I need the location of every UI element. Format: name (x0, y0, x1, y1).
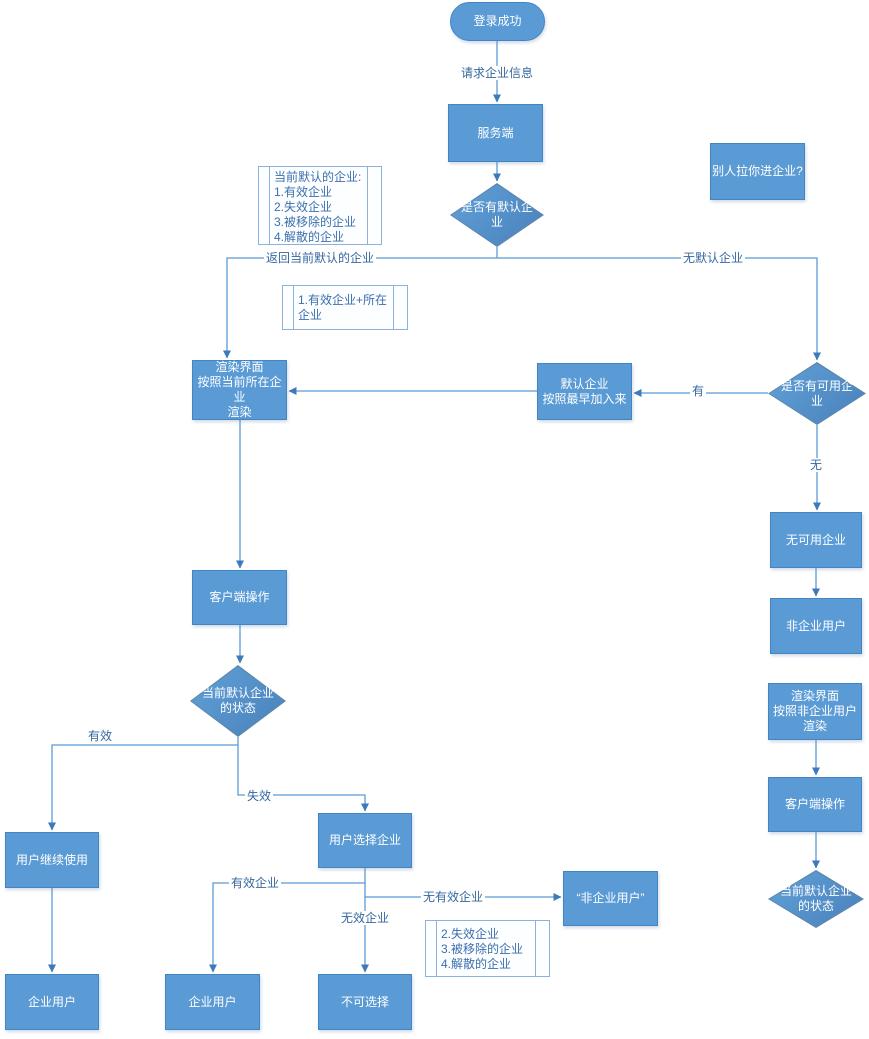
edge-label-return-default: 返回当前默认的企业 (264, 251, 377, 265)
edge-label-has: 有 (690, 384, 707, 398)
node-corp-user-mid: 企业用户 (165, 974, 260, 1030)
node-non-corp-user-quoted: “非企业用户” (563, 871, 658, 926)
node-default-earliest-join: 默认企业 按照最早加入来 (537, 363, 632, 420)
edge-label-no-valid-corp: 无有效企业 (421, 890, 486, 904)
edge-label-no-default: 无默认企业 (681, 251, 746, 265)
decision-current-default-status-right: 当前默认企业 的状态 (768, 870, 864, 928)
edge-label-none: 无 (808, 458, 825, 472)
node-login-success: 登录成功 (450, 2, 545, 41)
diamond-label: 当前默认企业 的状态 (779, 884, 852, 913)
decision-has-default-enterprise: 是否有默认企 业 (450, 183, 544, 247)
node-render-non-corp: 渲染界面 按照非企业用户 渲染 (768, 683, 862, 740)
edge-userselect-validcorp (209, 868, 366, 973)
note-default-enterprise-types: 当前默认的企业: 1.有效企业 2.失效企业 3.被移除的企业 4.解散的企业 (258, 166, 382, 245)
node-not-selectable: 不可选择 (318, 974, 412, 1030)
node-no-available-enterprise: 无可用企业 (770, 512, 862, 568)
edge-status-valid (48, 737, 239, 831)
diamond-label: 当前默认企业 的状态 (201, 686, 274, 715)
node-render-current-enterprise: 渲染界面 按照当前所在企业 渲染 (192, 360, 287, 420)
edge-label-valid-corp: 有效企业 (229, 876, 282, 890)
note-valid-plus-current: 1.有效企业+所在企业 (282, 285, 408, 330)
diamond-label: 是否有可用企 业 (780, 378, 853, 408)
edge-no-default (497, 257, 821, 361)
decision-current-default-status-left: 当前默认企业 的状态 (190, 665, 286, 737)
node-non-corp-user: 非企业用户 (770, 598, 862, 654)
node-client-operation-right: 客户端操作 (768, 777, 862, 832)
node-invited-to-enterprise: 别人拉你进企业? (710, 143, 805, 200)
edge-label-invalid-corp: 无效企业 (339, 911, 392, 925)
edge-return-default (223, 257, 497, 359)
edge-label-valid: 有效 (86, 729, 115, 743)
node-user-select-enterprise: 用户选择企业 (318, 813, 412, 868)
node-corp-user-left: 企业用户 (5, 974, 99, 1030)
node-client-operation-left: 客户端操作 (192, 570, 287, 625)
diamond-label: 是否有默认企 业 (460, 200, 533, 229)
node-user-continue: 用户继续使用 (5, 832, 99, 888)
node-server: 服务端 (448, 104, 543, 162)
note-invalid-enterprise-types: 2.失效企业 3.被移除的企业 4.解散的企业 (425, 920, 550, 977)
edge-label-request-info: 请求企业信息 (459, 66, 536, 80)
edge-label-invalid: 失效 (245, 789, 274, 803)
edge-status-invalid (237, 745, 369, 812)
decision-has-available-enterprise: 是否有可用企 业 (768, 362, 866, 425)
